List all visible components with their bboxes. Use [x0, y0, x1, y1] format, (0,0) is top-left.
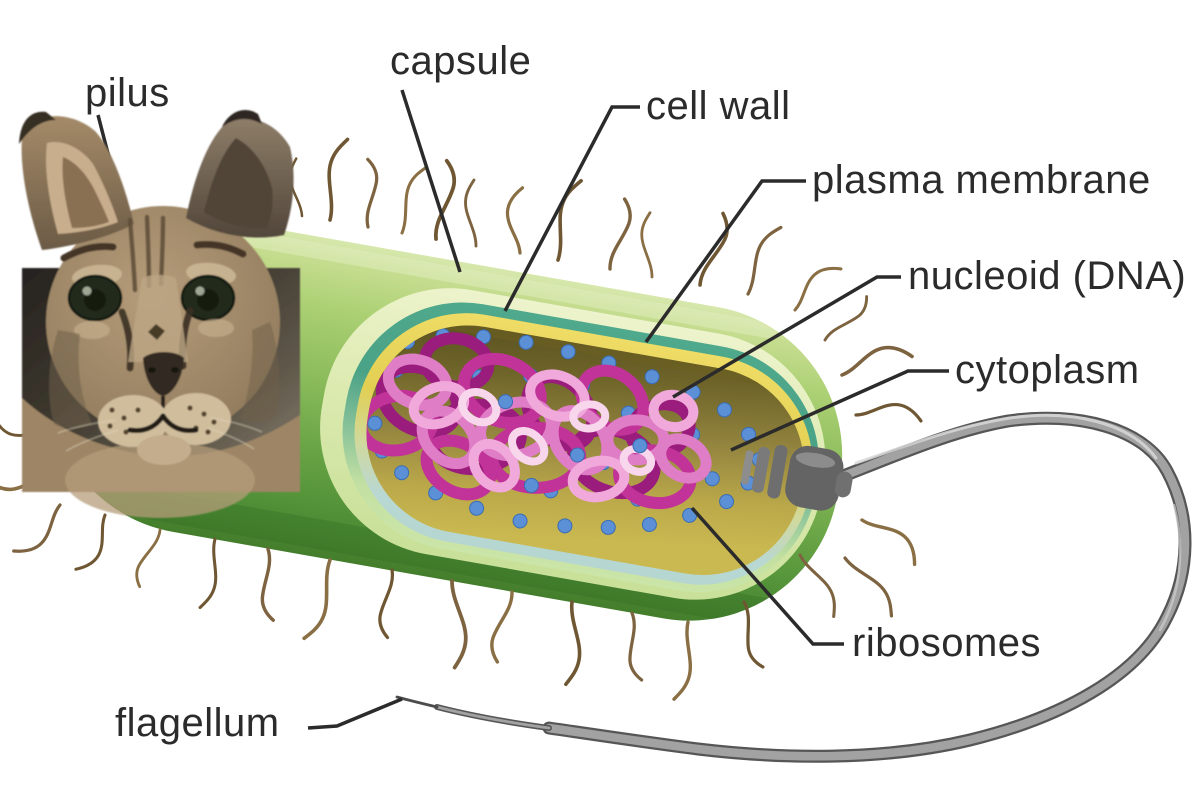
- pilus-hair: [378, 568, 395, 640]
- ribosome-dots-front: [498, 394, 648, 493]
- pilus-hair: [672, 619, 696, 702]
- cat-chin: [137, 435, 191, 465]
- flagellum-filament: [395, 411, 1192, 763]
- cat-ear-right-tip: [222, 110, 262, 127]
- bacterium-body: [48, 203, 843, 628]
- cell-wall-leader-line: [503, 105, 640, 312]
- pilus-hair: [498, 186, 544, 255]
- pilus-hair: [618, 611, 649, 684]
- cat-cheek-shadow-right: [240, 322, 280, 423]
- pilus-hair: [12, 493, 63, 563]
- pilus-hair: [561, 599, 583, 687]
- pilus-hair: [322, 136, 350, 223]
- cat-chest-highlight: [65, 442, 255, 518]
- pilus-hair: [741, 221, 783, 299]
- cat-photo-overlay: [19, 110, 300, 518]
- pilus-hair: [487, 588, 515, 665]
- pilus-hair: [440, 578, 472, 670]
- cat-eye-left: [67, 274, 123, 322]
- pilus-hair: [697, 210, 734, 291]
- pilus-hair: [395, 162, 428, 237]
- cat-ear-right-inner: [204, 138, 273, 229]
- label-capsule: capsule: [390, 39, 532, 83]
- pilus-hair: [854, 396, 923, 439]
- label-flagellum: flagellum: [115, 701, 280, 745]
- cat-whiskers: [57, 417, 263, 452]
- pilus-hair: [302, 556, 338, 644]
- label-ribosomes: ribosomes: [852, 621, 1042, 665]
- label-plasma-membrane: plasma membrane: [812, 158, 1151, 202]
- plasma-membrane-leader-line: [644, 179, 806, 344]
- cat-ear-left-tip: [19, 111, 56, 144]
- label-nucleoid-dna: nucleoid (DNA): [908, 254, 1187, 298]
- label-pilus: pilus: [85, 71, 170, 115]
- pilus-hair: [253, 547, 281, 624]
- cat-ear-left-inner-shadow: [62, 157, 109, 228]
- cat-bridge-diamond: [148, 324, 165, 340]
- ribosomes-leader-line: [690, 506, 844, 646]
- cat-cheek-shadow-left: [49, 330, 92, 429]
- cat-undereye-right: [198, 319, 234, 337]
- pilus-hair: [637, 211, 661, 280]
- pilus-hair: [198, 536, 222, 611]
- cat-nose-bridge: [128, 275, 188, 362]
- cat-undereye-left: [74, 321, 110, 339]
- cytoplasm-contents: [355, 309, 821, 535]
- pilus-hair: [74, 510, 108, 574]
- cat-brow-marks: [60, 241, 247, 262]
- cat-nose: [143, 352, 184, 396]
- pilus-hair: [607, 196, 635, 273]
- pilus-hair: [361, 157, 382, 229]
- flagellum-tip: [395, 695, 439, 709]
- cat-tear-stripe-left: [118, 308, 135, 372]
- leader-lines: [96, 89, 949, 730]
- cat-muzzle-right: [161, 393, 231, 445]
- cat-mouth-right: [160, 413, 199, 433]
- cat-muzzle-left: [98, 395, 168, 447]
- cat-eye-right: [180, 274, 236, 322]
- flagellum-leader-line: [307, 697, 403, 730]
- pilus-hair: [852, 517, 925, 567]
- capsule-leader-line: [400, 89, 462, 273]
- nucleoid-leader-line: [672, 275, 901, 399]
- label-cytoplasm: cytoplasm: [955, 348, 1140, 392]
- flagellum-motor: [740, 444, 853, 511]
- pilus-hair: [131, 525, 162, 590]
- cat-nostril-right: [171, 367, 179, 373]
- cat-mouth-left: [127, 413, 166, 433]
- cat-nostril-left: [148, 367, 156, 373]
- pilus-hair: [460, 178, 485, 249]
- pilus-hair: [837, 552, 903, 618]
- cytoplasm-leader-line: [730, 369, 949, 452]
- label-cell-wall: cell wall: [646, 84, 791, 128]
